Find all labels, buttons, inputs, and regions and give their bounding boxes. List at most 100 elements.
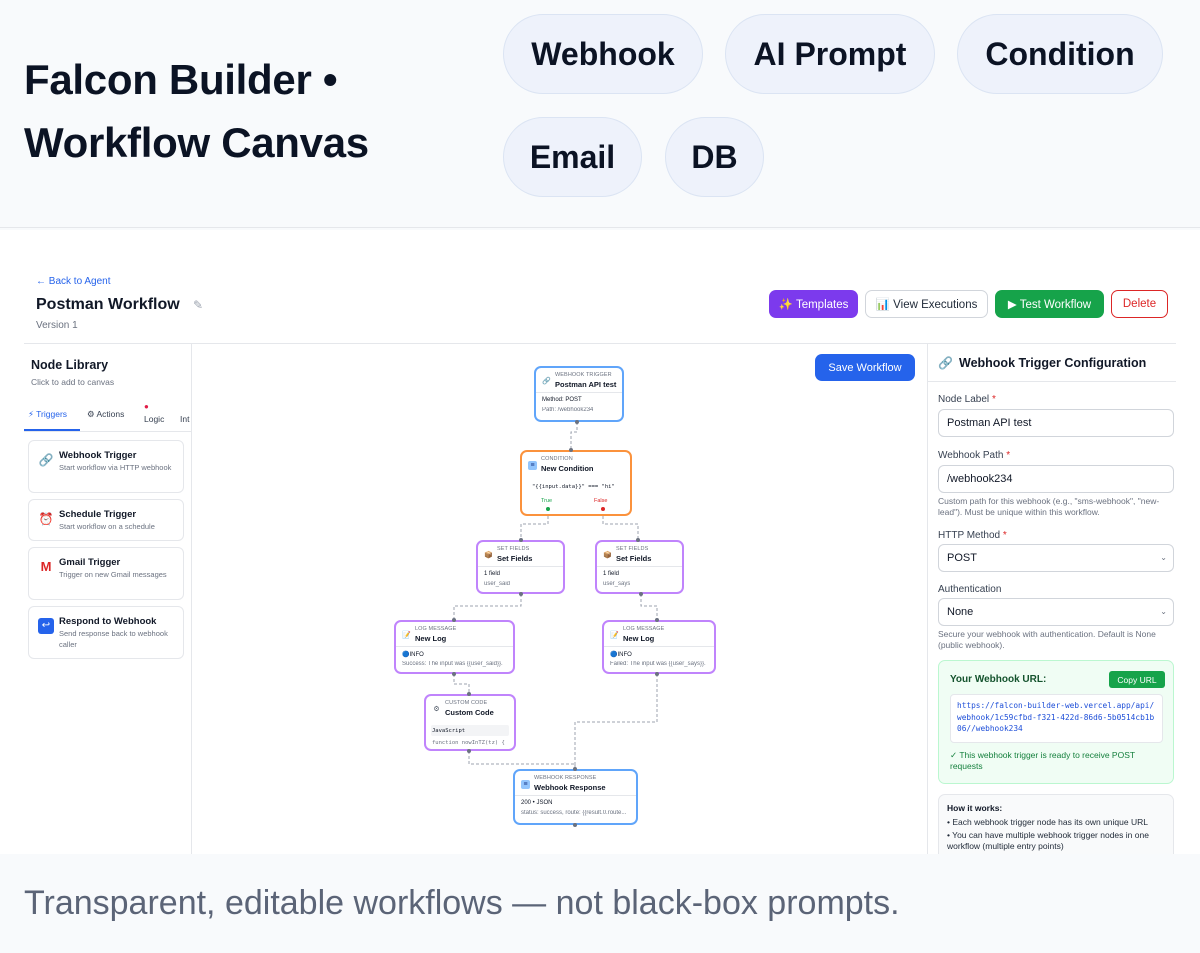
config-panel: 🔗 Webhook Trigger Configuration Node Lab… <box>927 344 1176 854</box>
node-condition[interactable]: ≡ CONDITION New Condition "{{input.data}… <box>520 450 632 516</box>
node-handle[interactable] <box>467 692 471 696</box>
node-handle[interactable] <box>636 538 640 542</box>
node-detail: status: success, route: {{result.0.route… <box>521 810 627 816</box>
tab-triggers[interactable]: ⚡ Triggers <box>28 409 68 419</box>
library-item-desc: Trigger on new Gmail messages <box>59 570 167 579</box>
pill-webhook: Webhook <box>503 14 703 94</box>
library-tabs: ⚡ Triggers ⚙ Actions ● Logic Int <box>24 398 192 432</box>
node-detail: Success: The input was {{user_said}}. <box>402 661 503 667</box>
node-handle[interactable] <box>575 420 579 424</box>
node-name: New Log <box>415 634 447 643</box>
pill-ai-prompt: AI Prompt <box>725 14 935 94</box>
library-item-gmail-trigger[interactable]: M Gmail Trigger Trigger on new Gmail mes… <box>28 547 184 600</box>
library-title: Node Library <box>31 358 109 372</box>
how-it-works-title: How it works: <box>947 803 1003 813</box>
node-label-label: Node Label * <box>938 394 996 405</box>
how-it-works-box: How it works: • Each webhook trigger nod… <box>938 794 1174 854</box>
node-handle[interactable] <box>573 767 577 771</box>
link-icon: 🔗 <box>542 378 551 385</box>
node-webhook-trigger[interactable]: 🔗 WEBHOOK TRIGGER Postman API test Metho… <box>534 366 624 422</box>
library-item-webhook-trigger[interactable]: 🔗 Webhook Trigger Start workflow via HTT… <box>28 440 184 493</box>
library-item-name: Respond to Webhook <box>59 616 157 627</box>
box-icon: 📦 <box>603 552 612 559</box>
node-type: LOG MESSAGE <box>623 626 665 632</box>
node-name: Set Fields <box>616 554 652 563</box>
tab-logic[interactable]: Logic <box>144 414 165 424</box>
node-library: Node Library Click to add to canvas ⚡ Tr… <box>24 344 192 854</box>
node-set-fields-left[interactable]: 📦 SET FIELDS Set Fields 1 field user_sai… <box>476 540 565 594</box>
node-name: New Condition <box>541 464 594 473</box>
node-type: CONDITION <box>541 456 573 462</box>
node-type: LOG MESSAGE <box>415 626 457 632</box>
pill-email: Email <box>503 117 642 197</box>
true-handle[interactable] <box>546 507 550 511</box>
pill-condition: Condition <box>957 14 1163 94</box>
node-set-fields-right[interactable]: 📦 SET FIELDS Set Fields 1 field user_say… <box>595 540 684 594</box>
node-handle[interactable] <box>452 618 456 622</box>
node-log-right[interactable]: 📝 LOG MESSAGE New Log 🔵INFO Failed: The … <box>602 620 716 674</box>
edge-true-setleft <box>520 516 549 540</box>
node-log-left[interactable]: 📝 LOG MESSAGE New Log 🔵INFO Success: The… <box>394 620 515 674</box>
node-handle[interactable] <box>467 749 471 753</box>
how-it-works-item: • You can have multiple webhook trigger … <box>947 830 1149 851</box>
library-item-name: Gmail Trigger <box>59 557 121 568</box>
edge-false-setright <box>602 516 639 540</box>
edge-setleft-logleft <box>453 594 522 620</box>
view-executions-button[interactable]: 📊 View Executions <box>865 290 988 318</box>
http-method-label: HTTP Method * <box>938 530 1007 541</box>
config-title: Webhook Trigger Configuration <box>959 356 1147 370</box>
copy-url-button[interactable]: Copy URL <box>1109 671 1165 688</box>
library-item-schedule-trigger[interactable]: ⏰ Schedule Trigger Start workflow on a s… <box>28 499 184 541</box>
authentication-label: Authentication <box>938 584 1002 595</box>
node-name: New Log <box>623 634 655 643</box>
alarm-clock-icon: ⏰ <box>38 512 54 526</box>
false-handle[interactable] <box>601 507 605 511</box>
http-method-select[interactable]: POST⌄ <box>938 544 1174 572</box>
note-icon: 📝 <box>402 632 411 639</box>
edit-pencil-icon[interactable]: ✎ <box>193 298 204 312</box>
edge-code-response <box>468 751 576 769</box>
tab-integrations[interactable]: Int <box>180 414 190 424</box>
node-detail: 1 field <box>484 571 501 577</box>
active-tab-indicator <box>24 429 80 431</box>
node-label-input[interactable]: Postman API test <box>938 409 1174 437</box>
library-item-respond-webhook[interactable]: ↩ Respond to Webhook Send response back … <box>28 606 184 659</box>
node-handle[interactable] <box>519 538 523 542</box>
edge-setright-logright <box>640 594 658 620</box>
webhook-url-value[interactable]: https://falcon-builder-web.vercel.app/ap… <box>950 694 1163 743</box>
node-webhook-response[interactable]: ≡ WEBHOOK RESPONSE Webhook Response 200 … <box>513 769 638 825</box>
save-workflow-button[interactable]: Save Workflow <box>815 354 915 381</box>
node-type: CUSTOM CODE <box>445 700 488 706</box>
templates-button[interactable]: ✨ Templates <box>769 290 858 318</box>
back-to-agent-link[interactable]: ← Back to Agent <box>36 276 111 287</box>
node-handle[interactable] <box>639 592 643 596</box>
node-handle[interactable] <box>569 448 573 452</box>
library-item-name: Webhook Trigger <box>59 450 137 461</box>
node-handle[interactable] <box>519 592 523 596</box>
node-type: WEBHOOK RESPONSE <box>534 775 597 781</box>
workflow-canvas[interactable]: Save Workflow 🔗 WEBHOOK TRIGGER Postman … <box>193 344 926 854</box>
node-custom-code[interactable]: ⚙ CUSTOM CODE Custom Code JavaScript fun… <box>424 694 516 751</box>
webhook-path-label: Webhook Path * <box>938 450 1011 461</box>
node-detail: 🔵INFO <box>610 652 632 658</box>
authentication-help: Secure your webhook with authentication.… <box>938 629 1156 650</box>
false-branch-label: False <box>594 498 608 504</box>
node-name: Set Fields <box>497 554 533 563</box>
tab-actions[interactable]: ⚙ Actions <box>87 409 125 419</box>
authentication-select[interactable]: None⌄ <box>938 598 1174 626</box>
node-name: Custom Code <box>445 708 494 717</box>
node-detail: 200 • JSON <box>521 800 553 806</box>
node-handle[interactable] <box>573 823 577 827</box>
test-workflow-button[interactable]: ▶ Test Workflow <box>995 290 1104 318</box>
node-type: WEBHOOK TRIGGER <box>555 372 612 378</box>
delete-button[interactable]: Delete <box>1111 290 1168 318</box>
node-detail: Method: POST <box>542 397 582 403</box>
node-handle[interactable] <box>655 618 659 622</box>
webhook-path-input[interactable]: /webhook234 <box>938 465 1174 493</box>
node-name: Postman API test <box>555 380 617 389</box>
node-handle[interactable] <box>655 672 659 676</box>
library-item-desc: Start workflow on a schedule <box>59 522 155 531</box>
edge-logright-response <box>574 674 658 769</box>
node-type: SET FIELDS <box>616 546 649 552</box>
node-handle[interactable] <box>452 672 456 676</box>
